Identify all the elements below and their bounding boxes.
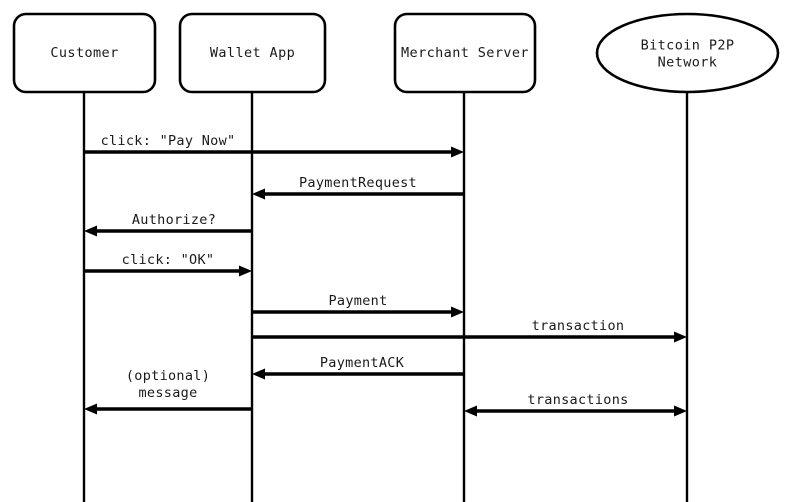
message-3[interactable]: Authorize? — [84, 212, 252, 237]
participant-shape-merchant — [393, 12, 537, 94]
participant-label-customer: Customer — [50, 45, 118, 61]
message-2[interactable]: PaymentRequest — [252, 175, 464, 200]
participant-label-merchant: Merchant Server — [401, 45, 529, 61]
message-label-7: PaymentACK — [320, 355, 405, 371]
message-arrowhead-9 — [674, 405, 687, 417]
message-label-4: click: "OK" — [122, 252, 215, 268]
message-arrowhead-3 — [84, 225, 97, 237]
message-label-5: Payment — [329, 293, 388, 309]
participant-wallet[interactable]: Wallet App — [178, 12, 327, 94]
participant-shape-bitcoin — [595, 12, 780, 94]
message-label-8: (optional)message — [126, 368, 210, 401]
message-arrowhead-6 — [674, 331, 687, 343]
participant-label-wallet: Wallet App — [210, 45, 295, 61]
participant-shape-customer — [12, 12, 157, 94]
message-label-3: Authorize? — [132, 212, 216, 228]
participant-merchant[interactable]: Merchant Server — [393, 12, 537, 94]
message-arrowhead-7 — [252, 368, 265, 380]
message-1[interactable]: click: "Pay Now" — [84, 133, 464, 158]
message-label-2: PaymentRequest — [299, 175, 417, 191]
message-label-6: transaction — [532, 318, 625, 334]
message-arrowhead-5 — [451, 306, 464, 318]
message-arrowhead-2 — [252, 188, 265, 200]
message-arrowhead-1 — [451, 146, 464, 158]
message-arrowhead-9 — [464, 405, 477, 417]
participant-customer[interactable]: Customer — [12, 12, 157, 94]
participant-shape-wallet — [178, 12, 327, 94]
message-label-1: click: "Pay Now" — [101, 133, 236, 149]
message-4[interactable]: click: "OK" — [84, 252, 252, 277]
message-8[interactable]: (optional)message — [84, 368, 252, 415]
message-6[interactable]: transaction — [252, 318, 687, 343]
message-7[interactable]: PaymentACK — [252, 355, 464, 380]
message-5[interactable]: Payment — [252, 293, 464, 318]
message-arrowhead-8 — [84, 403, 97, 415]
message-label-9: transactions — [527, 392, 628, 408]
message-9[interactable]: transactions — [464, 392, 687, 417]
message-arrowhead-4 — [239, 265, 252, 277]
